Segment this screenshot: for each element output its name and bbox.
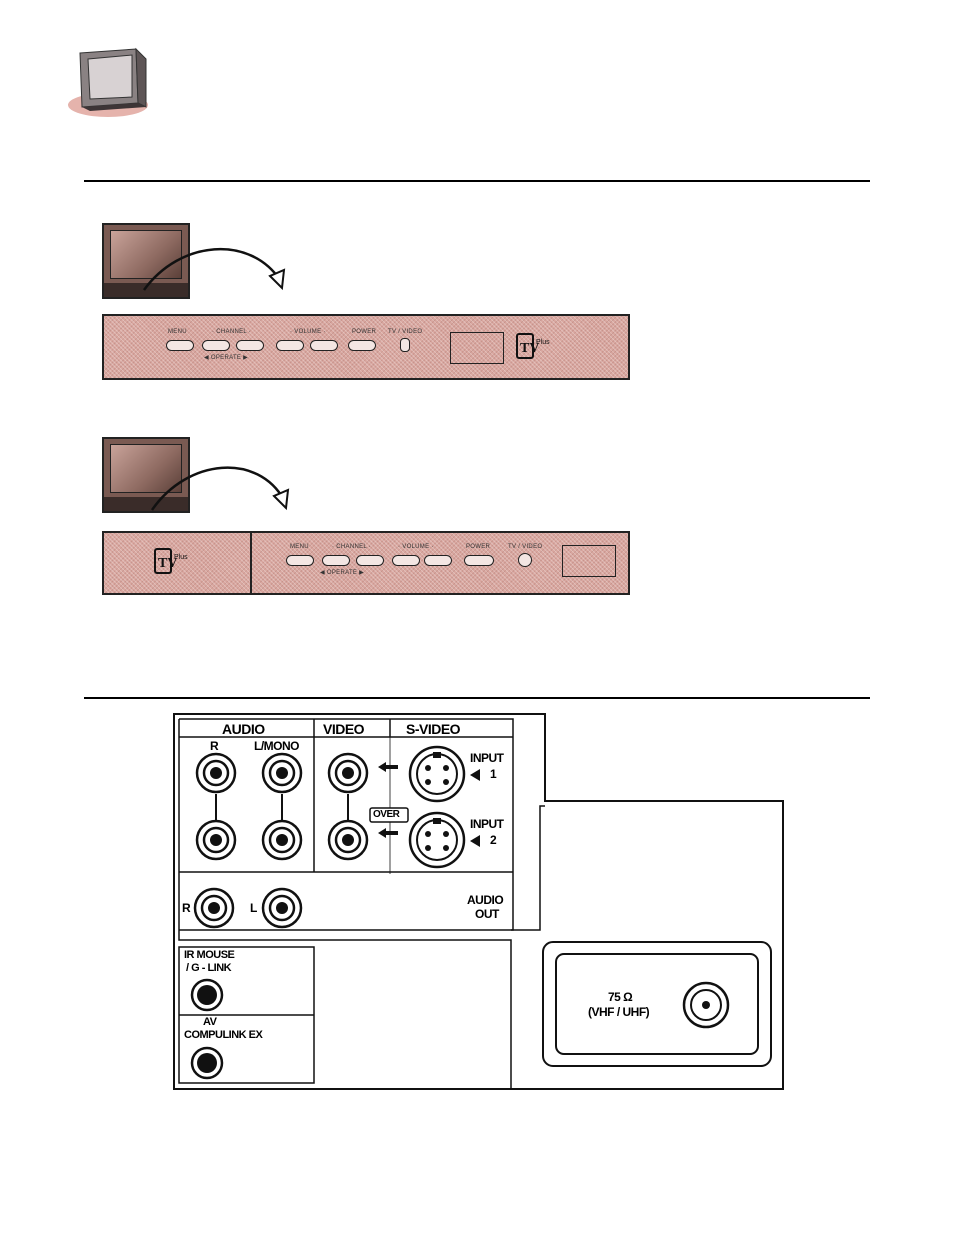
video-input1-jack [327,752,369,794]
audio-l-input1-jack [261,752,303,794]
svg-text:Plus: Plus [536,339,550,346]
volume-down-button [392,555,420,566]
tv-illustration-2 [102,437,190,513]
menu-button [286,555,314,566]
arrow-left-icon [378,828,398,838]
svideo-input1-jack [408,745,466,803]
audio-out-r-label: R [182,901,191,915]
audio-l-mono-label: L/MONO [254,739,300,753]
audio-out-label-2: OUT [475,907,499,921]
audio-r-input1-jack [195,752,237,794]
power-button [348,340,376,351]
ir-mouse-jack [190,978,224,1012]
av-label-1: AV [203,1016,217,1028]
av-label-2: COMPULINK EX [184,1029,263,1041]
audio-l-input2-jack [261,819,303,861]
antenna-label-2: (VHF / UHF) [588,1005,650,1019]
triangle-left-icon [470,835,480,847]
av-compulink-jack [190,1046,224,1080]
audio-out-label-1: AUDIO [467,893,504,907]
audio-out-r-jack [193,887,235,929]
antenna-jack [682,981,730,1029]
arrow-left-icon [378,762,398,772]
svideo-input2-jack [408,811,466,869]
svideo-header: S-VIDEO [406,721,461,737]
power-button [464,555,494,566]
ir-sensor-window [450,332,504,364]
volume-down-button [276,340,304,351]
svg-text:TV: TV [158,556,177,571]
volume-up-button [424,555,452,566]
tv-video-button [518,553,532,567]
triangle-left-icon [470,769,480,781]
section-divider-top [84,180,870,182]
svg-text:Plus: Plus [174,554,188,561]
input1-label: INPUT [470,751,504,765]
arrow-icon [150,466,290,511]
audio-r-input2-jack [195,819,237,861]
video-header: VIDEO [323,721,365,737]
channel-up-button [356,555,384,566]
tv-icon [68,47,148,117]
ir-mouse-label-2: / G - LINK [186,962,232,974]
input1-number: 1 [490,767,497,781]
input2-label: INPUT [470,817,504,831]
menu-button [166,340,194,351]
tv-video-button [400,338,410,352]
input2-number: 2 [490,833,497,847]
channel-down-button [322,555,350,566]
arrow-icon [142,248,286,291]
audio-header: AUDIO [222,721,265,737]
ir-mouse-label-1: IR MOUSE [184,949,235,961]
tv-logo: TV Plus [516,332,556,362]
front-panel-1: MENU · CHANNEL · · VOLUME · POWER TV / V… [102,314,630,380]
front-panel-2: TV Plus MENU · CHANNEL · · VOLUME · POWE… [102,531,630,595]
antenna-label-1: 75 Ω [608,990,633,1004]
audio-out-l-jack [261,887,303,929]
channel-down-button [202,340,230,351]
channel-up-button [236,340,264,351]
svg-text:TV: TV [520,341,539,356]
over-label: OVER [373,809,400,820]
section-divider-middle [84,697,870,699]
ir-sensor-window [562,545,616,577]
volume-up-button [310,340,338,351]
video-input2-jack [327,819,369,861]
tv-logo: TV Plus [154,547,194,577]
tv-chapter-icon [66,45,152,121]
audio-out-l-label: L [250,901,257,915]
audio-r-label: R [210,739,219,753]
